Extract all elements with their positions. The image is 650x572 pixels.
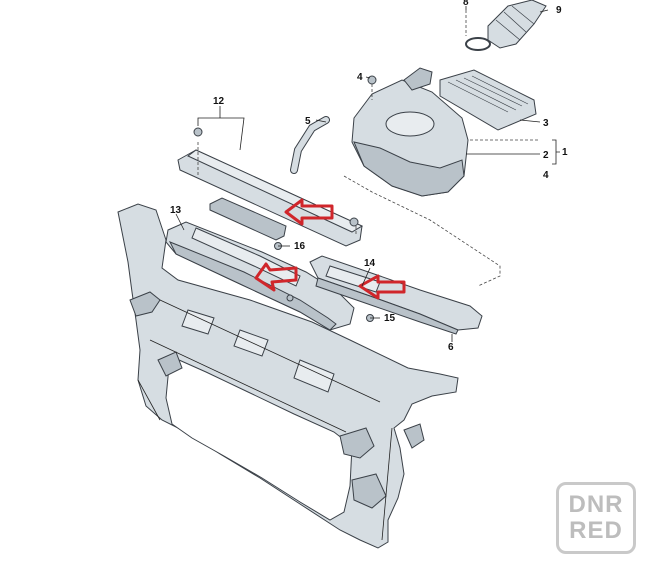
watermark-line-2: RED bbox=[569, 517, 623, 544]
front-carrier-frame bbox=[117, 203, 459, 549]
leader-lines bbox=[175, 6, 560, 342]
callout-15: 15 bbox=[384, 313, 396, 324]
hose-5 bbox=[290, 116, 330, 174]
highlight-arrows bbox=[254, 198, 406, 300]
callout-12: 12 bbox=[213, 96, 225, 107]
air-filter-housing bbox=[343, 67, 540, 287]
arrow-duct-right bbox=[358, 274, 406, 300]
callout-5: 5 bbox=[305, 116, 311, 127]
callout-4: 4 bbox=[357, 72, 363, 83]
arrow-duct-left bbox=[254, 262, 298, 292]
intake-hose-9 bbox=[465, 0, 547, 51]
callout-4b: 4 bbox=[543, 170, 549, 181]
callout-6: 6 bbox=[448, 342, 454, 353]
callout-8: 8 bbox=[463, 0, 469, 8]
callout-2: 2 bbox=[543, 150, 549, 161]
callout-labels: 12 13 16 14 15 6 5 4 8 9 3 2 1 4 bbox=[170, 0, 568, 353]
callout-3: 3 bbox=[543, 118, 549, 129]
arrow-air-guide bbox=[284, 198, 334, 226]
callout-16: 16 bbox=[294, 241, 306, 252]
air-duct-13 bbox=[165, 221, 355, 331]
watermark-line-1: DNR bbox=[568, 491, 624, 518]
watermark-logo: DNR RED bbox=[556, 482, 636, 554]
callout-14: 14 bbox=[364, 258, 376, 269]
callout-1: 1 bbox=[562, 147, 568, 158]
callout-9: 9 bbox=[556, 5, 562, 16]
filter-element bbox=[439, 69, 537, 131]
callout-13: 13 bbox=[170, 205, 182, 216]
air-guide-12 bbox=[177, 127, 364, 247]
